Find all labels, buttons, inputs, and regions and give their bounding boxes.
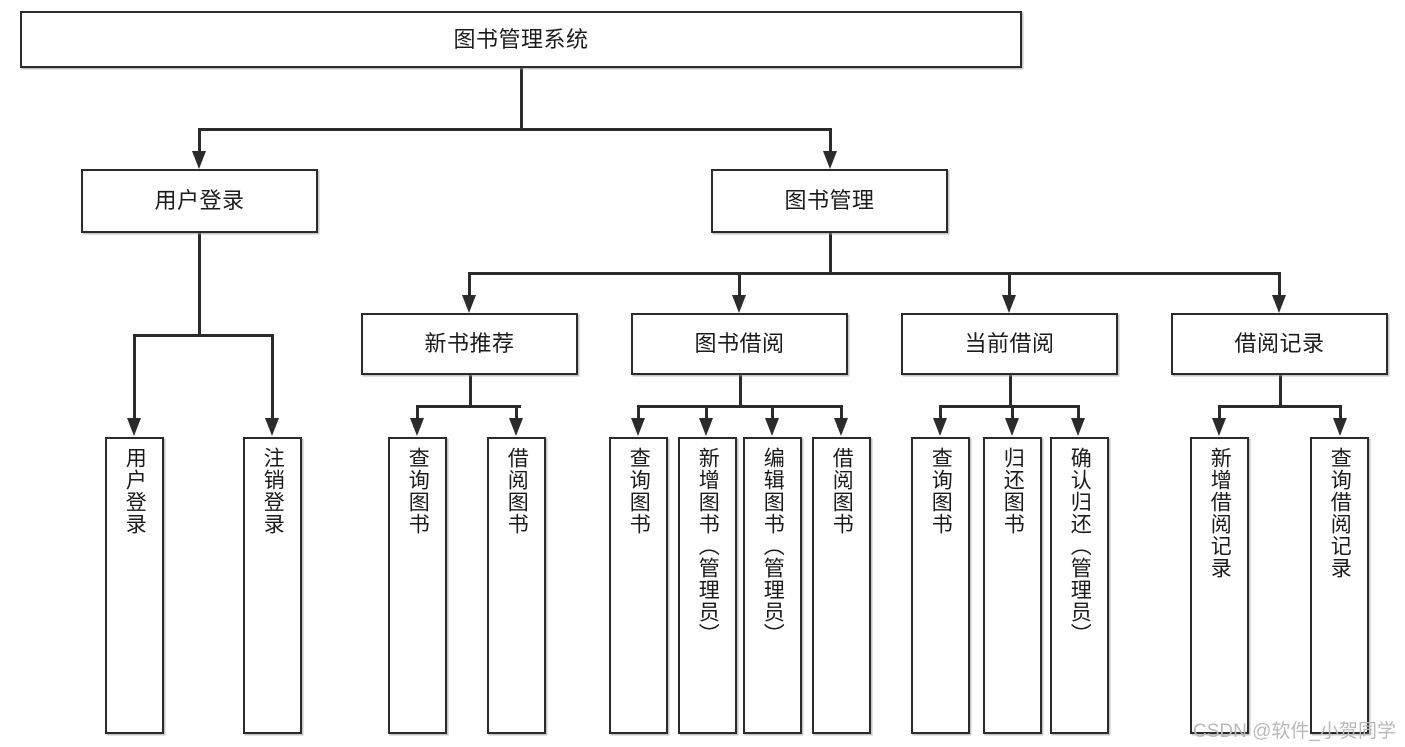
arrow-bm-to-current-borrow xyxy=(1002,295,1016,313)
edge-book-manage-trunk xyxy=(829,233,832,272)
edge-rec-drop-2 xyxy=(515,405,518,418)
arrow-brw-to-leaf-borrow-book xyxy=(834,418,848,436)
arrow-brw-to-leaf-query-book xyxy=(631,418,645,436)
node-leaf-query-book-brw[interactable]: 查询图书 xyxy=(609,437,668,734)
arrow-bm-to-book-borrow xyxy=(732,295,746,313)
node-current-borrow-label: 当前借阅 xyxy=(964,331,1055,357)
edge-borrow-bus xyxy=(637,405,842,408)
edge-record-trunk xyxy=(1279,375,1282,405)
edge-root-trunk xyxy=(520,68,523,128)
edge-ul-drop-1 xyxy=(133,334,136,418)
node-leaf-query-book-rec-label: 查询图书 xyxy=(406,447,430,535)
edge-cur-drop-3 xyxy=(1077,405,1080,418)
node-leaf-query-book-cur-label: 查询图书 xyxy=(929,447,953,535)
node-leaf-borrow-book-rec-label: 借阅图书 xyxy=(505,447,529,535)
arrow-rcd-to-leaf-add-record xyxy=(1212,418,1226,436)
arrow-root-to-book-manage xyxy=(823,151,837,169)
node-leaf-query-book-brw-label: 查询图书 xyxy=(627,447,651,535)
edge-root-to-book-manage-drop xyxy=(829,128,832,151)
arrow-rec-to-leaf-query-book xyxy=(410,418,424,436)
node-user-login-label: 用户登录 xyxy=(154,188,245,214)
node-root[interactable]: 图书管理系统 xyxy=(20,11,1022,68)
edge-rcd-drop-1 xyxy=(1218,405,1221,418)
node-leaf-return-book-label: 归还图书 xyxy=(1001,447,1025,535)
edge-cur-drop-2 xyxy=(1011,405,1014,418)
edge-record-bus xyxy=(1218,405,1342,408)
node-current-borrow[interactable]: 当前借阅 xyxy=(901,313,1118,375)
node-leaf-user-logout-label: 注销登录 xyxy=(261,447,285,535)
edge-root-bus xyxy=(198,128,832,131)
node-borrow-record[interactable]: 借阅记录 xyxy=(1171,313,1388,375)
edge-brw-drop-1 xyxy=(637,405,640,418)
node-leaf-borrow-book-brw[interactable]: 借阅图书 xyxy=(812,437,871,734)
node-leaf-user-login-label: 用户登录 xyxy=(123,447,147,535)
node-new-book-recommend[interactable]: 新书推荐 xyxy=(361,313,578,375)
node-leaf-add-record-label: 新增借阅记录 xyxy=(1208,447,1232,579)
node-root-label: 图书管理系统 xyxy=(453,26,589,52)
arrow-root-to-user-login xyxy=(192,151,206,169)
node-leaf-query-record-label: 查询借阅记录 xyxy=(1328,447,1352,579)
node-leaf-borrow-book-brw-label: 借阅图书 xyxy=(830,447,854,535)
edge-recommend-trunk xyxy=(469,375,472,405)
edge-user-login-bus xyxy=(133,334,273,337)
node-borrow-record-label: 借阅记录 xyxy=(1234,331,1325,357)
node-book-borrow[interactable]: 图书借阅 xyxy=(631,313,848,375)
edge-bm-drop-3 xyxy=(1008,272,1011,295)
edge-rec-drop-1 xyxy=(416,405,419,418)
arrow-cur-to-leaf-query-book xyxy=(933,418,947,436)
edge-brw-drop-2 xyxy=(705,405,708,418)
node-leaf-borrow-book-rec[interactable]: 借阅图书 xyxy=(487,437,546,734)
node-leaf-add-book-admin-label: 新增图书（管理员） xyxy=(696,447,720,645)
node-leaf-return-book[interactable]: 归还图书 xyxy=(983,437,1042,734)
arrow-bm-to-new-book-recommend xyxy=(462,295,476,313)
edge-root-to-user-login-drop xyxy=(198,128,201,151)
arrow-brw-to-leaf-edit-book xyxy=(765,418,779,436)
edge-brw-drop-3 xyxy=(771,405,774,418)
arrow-bm-to-borrow-record xyxy=(1272,295,1286,313)
edge-current-trunk xyxy=(1009,375,1012,405)
csdn-watermark: CSDN @软件_小贺同学 xyxy=(1193,721,1396,742)
edge-bm-drop-1 xyxy=(468,272,471,295)
node-user-login[interactable]: 用户登录 xyxy=(81,169,318,233)
edge-rcd-drop-2 xyxy=(1339,405,1342,418)
edge-book-manage-bus xyxy=(468,272,1280,275)
node-new-book-recommend-label: 新书推荐 xyxy=(424,331,515,357)
edge-borrow-trunk xyxy=(739,375,742,405)
edge-ul-drop-2 xyxy=(271,334,274,418)
node-leaf-edit-book-admin-label: 编辑图书（管理员） xyxy=(761,447,785,645)
node-leaf-user-logout[interactable]: 注销登录 xyxy=(243,437,302,734)
node-book-manage-label: 图书管理 xyxy=(784,188,875,214)
edge-current-bus xyxy=(939,405,1079,408)
edge-bm-drop-2 xyxy=(738,272,741,295)
node-leaf-query-book-rec[interactable]: 查询图书 xyxy=(388,437,447,734)
arrow-rec-to-leaf-borrow-book xyxy=(509,418,523,436)
node-leaf-user-login[interactable]: 用户登录 xyxy=(105,437,164,734)
node-leaf-add-book-admin[interactable]: 新增图书（管理员） xyxy=(678,437,737,734)
node-leaf-query-book-cur[interactable]: 查询图书 xyxy=(911,437,970,734)
node-leaf-confirm-return-label: 确认归还（管理员） xyxy=(1068,447,1092,645)
edge-recommend-bus xyxy=(416,405,521,408)
node-leaf-query-record[interactable]: 查询借阅记录 xyxy=(1310,437,1369,734)
node-book-borrow-label: 图书借阅 xyxy=(694,331,785,357)
arrow-ul-to-leaf-user-logout xyxy=(265,418,279,436)
node-leaf-confirm-return[interactable]: 确认归还（管理员） xyxy=(1050,437,1109,734)
node-book-manage[interactable]: 图书管理 xyxy=(711,169,948,233)
node-leaf-add-record[interactable]: 新增借阅记录 xyxy=(1190,437,1249,734)
node-leaf-edit-book-admin[interactable]: 编辑图书（管理员） xyxy=(743,437,802,734)
arrow-cur-to-leaf-confirm-return xyxy=(1071,418,1085,436)
edge-brw-drop-4 xyxy=(840,405,843,418)
arrow-cur-to-leaf-return-book xyxy=(1005,418,1019,436)
edge-bm-drop-4 xyxy=(1278,272,1281,295)
arrow-rcd-to-leaf-query-record xyxy=(1333,418,1347,436)
arrow-brw-to-leaf-add-book xyxy=(699,418,713,436)
arrow-ul-to-leaf-user-login xyxy=(127,418,141,436)
edge-user-login-trunk xyxy=(198,233,201,334)
edge-cur-drop-1 xyxy=(939,405,942,418)
